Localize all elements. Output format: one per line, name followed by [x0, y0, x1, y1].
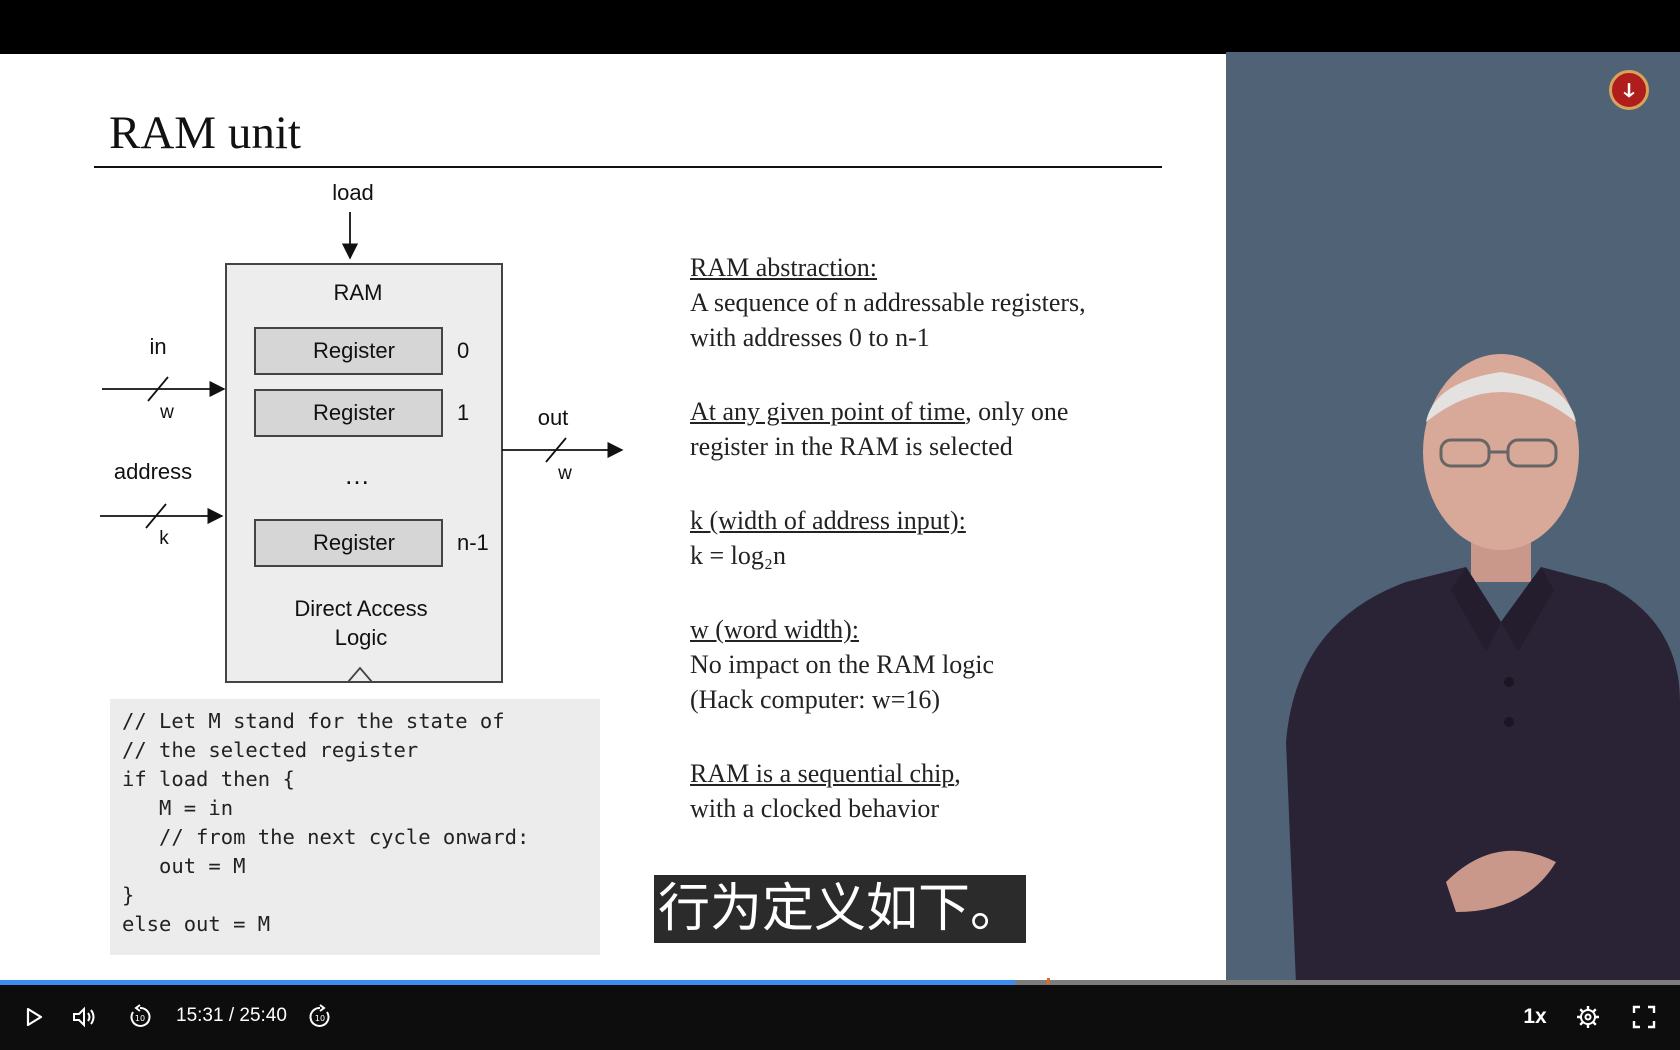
- note-sequential: RAM is a sequential chip, with a clocked…: [690, 756, 1210, 826]
- note-line: k = log₂n: [690, 541, 786, 570]
- register-ellipsis: …: [344, 460, 370, 490]
- volume-button[interactable]: [66, 997, 102, 1037]
- forward-10-button[interactable]: 10: [302, 997, 338, 1037]
- in-bus-slash: [147, 376, 169, 402]
- register-1-index: 1: [457, 400, 469, 425]
- register-0-index: 0: [457, 338, 469, 363]
- note-line: with a clocked behavior: [690, 794, 940, 823]
- progress-fill: [0, 980, 1015, 985]
- subtitle-caption: 行为定义如下。: [654, 875, 1026, 943]
- in-label: in: [149, 334, 166, 359]
- register-0-label: Register: [313, 338, 395, 363]
- out-label: out: [538, 405, 569, 430]
- note-heading: At any given point of time: [690, 397, 966, 426]
- rewind-10-button[interactable]: 10: [122, 997, 158, 1037]
- code-block: // Let M stand for the state of // the s…: [110, 699, 600, 955]
- register-1-label: Register: [313, 400, 395, 425]
- logic-line-2: Logic: [335, 625, 388, 650]
- ram-box-title: RAM: [334, 280, 383, 305]
- note-heading: k (width of address input):: [690, 506, 966, 535]
- play-button[interactable]: [16, 997, 50, 1037]
- note-address-width: k (width of address input): k = log₂n: [690, 503, 1210, 573]
- note-line: A sequence of n addressable registers,: [690, 288, 1086, 317]
- out-bus-slash: [545, 437, 567, 463]
- settings-button[interactable]: [1570, 997, 1606, 1037]
- slide-notes: RAM abstraction: A sequence of n address…: [690, 250, 1210, 865]
- rewind-10-icon: 10: [130, 1004, 151, 1027]
- note-heading-rest: , only one: [965, 397, 1069, 426]
- title-rule: [94, 166, 1162, 168]
- channel-logo-icon: ↆ: [1609, 70, 1649, 110]
- fullscreen-icon: [1632, 1005, 1656, 1029]
- register-n-1-label: Register: [313, 530, 395, 555]
- note-heading: w (word width):: [690, 615, 859, 644]
- play-icon: [26, 1007, 43, 1027]
- note-ram-abstraction: RAM abstraction: A sequence of n address…: [690, 250, 1210, 355]
- note-word-width: w (word width): No impact on the RAM log…: [690, 612, 1210, 717]
- clock-triangle: [347, 666, 373, 683]
- note-line: No impact on the RAM logic: [690, 650, 995, 679]
- note-heading: RAM is a sequential chip: [690, 759, 955, 788]
- address-bus-slash: [145, 503, 167, 529]
- svg-text:10: 10: [315, 1014, 325, 1023]
- address-label: address: [114, 459, 192, 484]
- forward-10-icon: 10: [309, 1004, 330, 1027]
- register-n-1-index: n-1: [457, 530, 489, 555]
- in-width: w: [159, 402, 174, 423]
- note-line: (Hack computer: w=16): [690, 685, 941, 714]
- gear-icon: [1577, 1006, 1599, 1028]
- svg-text:10: 10: [135, 1014, 145, 1023]
- note-selection: At any given point of time, only one reg…: [690, 394, 1210, 464]
- note-heading: RAM abstraction:: [690, 253, 878, 282]
- register-1-box: [254, 389, 443, 437]
- note-heading-rest: ,: [954, 759, 961, 788]
- load-label: load: [332, 180, 374, 205]
- out-width: w: [557, 463, 572, 484]
- presenter-video: ↆ: [1226, 52, 1680, 984]
- slide: RAM unit load RAM Register 0 Register 1 …: [0, 54, 1226, 984]
- fullscreen-button[interactable]: [1626, 997, 1662, 1037]
- note-line: register in the RAM is selected: [690, 432, 1013, 461]
- register-0-box: [254, 327, 443, 375]
- presenter-figure: [1286, 354, 1680, 984]
- progress-bar[interactable]: [0, 978, 1680, 985]
- address-width: k: [159, 528, 169, 549]
- time-display: 15:31 / 25:40: [176, 1005, 287, 1026]
- register-n-1-box: [254, 519, 443, 567]
- progress-marker: [1046, 978, 1050, 984]
- ram-diagram: load RAM Register 0 Register 1 … Registe…: [100, 180, 624, 683]
- slide-title: RAM unit: [109, 107, 301, 159]
- volume-icon: [73, 1006, 95, 1028]
- code-text: // Let M stand for the state of // the s…: [122, 709, 530, 936]
- logic-line-1: Direct Access: [294, 596, 427, 621]
- note-line: with addresses 0 to n-1: [690, 323, 930, 352]
- playback-speed-button[interactable]: 1x: [1523, 1005, 1547, 1028]
- player-controls: 10 15:31 / 25:40 10 1x: [0, 985, 1680, 1050]
